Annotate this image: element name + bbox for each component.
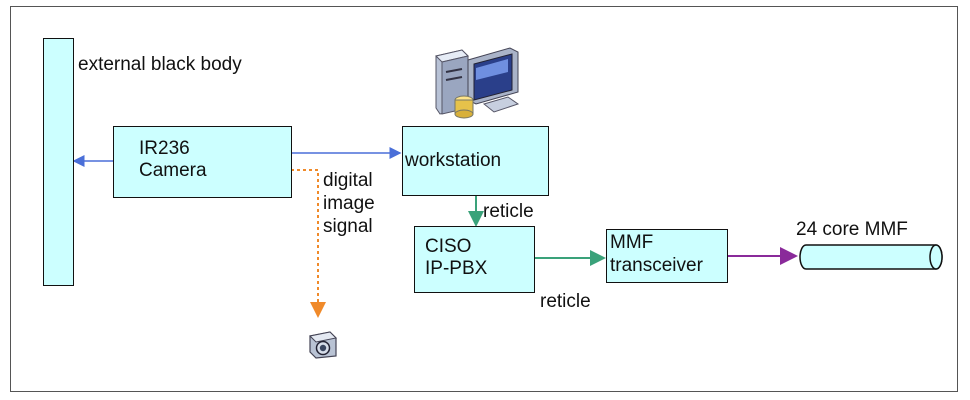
- signal-label-line-3: signal: [323, 216, 373, 237]
- camera-label-line-2: Camera: [139, 160, 207, 181]
- fiber-label: 24 core MMF: [796, 219, 908, 240]
- camera-icon: [308, 331, 338, 359]
- signal-label-line-2: image: [323, 193, 375, 214]
- ip-pbx-node: CISO IP-PBX: [414, 226, 535, 293]
- ir236-camera-node: IR236 Camera: [113, 126, 292, 198]
- camera-label-line-1: IR236: [139, 138, 190, 159]
- reticle-label-upper: reticle: [483, 201, 534, 222]
- mmf-transceiver-node: MMF transceiver: [606, 229, 728, 283]
- black-body-label: external black body: [78, 54, 242, 75]
- transceiver-label-line-2: transceiver: [610, 255, 703, 276]
- pbx-label-line-2: IP-PBX: [425, 258, 488, 279]
- workstation-node: workstation: [402, 126, 549, 196]
- workstation-label: workstation: [405, 150, 502, 171]
- fiber-cable-shape: [799, 244, 943, 270]
- digital-image-signal-arrow: [291, 169, 326, 318]
- signal-label-line-1: digital: [323, 170, 373, 191]
- computer-icon: [435, 47, 520, 119]
- transceiver-label-line-1: MMF: [610, 232, 654, 253]
- external-black-body: [43, 38, 74, 286]
- pbx-label-line-1: CISO: [425, 236, 472, 257]
- reticle-label-lower: reticle: [540, 291, 591, 312]
